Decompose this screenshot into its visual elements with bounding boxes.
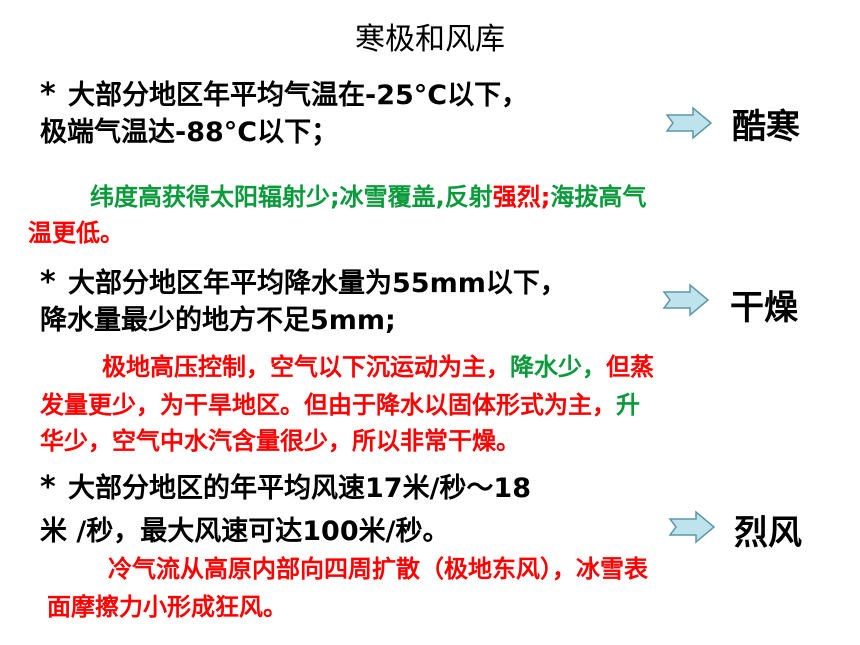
explanation-temperature-seg1: 纬度高获得太阳辐射少; [90,183,340,211]
explanation-wind-line1: 冷气流从高原内部向四周扩散（极地东风），冰雪表 [108,555,648,583]
fact-precipitation-line2: 降水量最少的地方不足5mm; [40,305,396,336]
right-arrow-icon [662,283,710,317]
explanation-precipitation-seg3: 但蒸 [606,353,654,381]
explanation-precipitation-seg1: 极地高压控制，空气以下沉运动为主， [102,353,510,381]
result-strong-wind: 烈风 [734,513,802,553]
bullet-icon: * [40,470,56,505]
result-dry: 干燥 [730,288,798,328]
right-arrow-icon [665,106,713,140]
fact-wind-line2: 米 /秒，最大风速可达100米/秒。 [40,516,450,547]
right-arrow-icon [668,510,716,544]
fact-temperature: * 大部分地区年平均气温在-25°C以下， 极端气温达-88°C以下； [40,76,528,151]
fact-temperature-text1: 大部分地区年平均气温在-25°C以下， [68,80,529,111]
explanation-temperature-line2: 温更低。 [28,219,124,247]
explanation-precipitation-seg5: 升 [616,391,640,419]
result-extreme-cold: 酷寒 [732,107,800,147]
explanation-precipitation-line2: 发量更少，为干旱地区。但由于降水以固体形式为主，升 [40,388,640,422]
fact-wind-line1: * 大部分地区的年平均风速17米/秒～18 [40,469,531,507]
explanation-temperature-seg4: 海拔高气 [550,183,647,211]
explanation-temperature-line1: 纬度高获得太阳辐射少;冰雪覆盖,反射强烈;海拔高气 [90,180,646,214]
bullet-icon: * [40,77,56,112]
explanation-precipitation-seg2: 降水少， [510,353,606,381]
fact-temperature-line1: * 大部分地区年平均气温在-25°C以下， [40,76,528,114]
bullet-icon: * [40,265,56,300]
fact-precipitation-text1: 大部分地区年平均降水量为55mm以下， [68,268,567,299]
fact-precipitation: * 大部分地区年平均降水量为55mm以下， 降水量最少的地方不足5mm; [40,264,567,339]
fact-precipitation-line1: * 大部分地区年平均降水量为55mm以下， [40,264,567,302]
explanation-wind-line2: 面摩擦力小形成狂风。 [47,593,287,621]
fact-temperature-line2: 极端气温达-88°C以下； [40,117,339,148]
fact-wind: * 大部分地区的年平均风速17米/秒～18 米 /秒，最大风速可达100米/秒。 [40,469,531,550]
fact-wind-text1: 大部分地区的年平均风速17米/秒～18 [68,473,532,504]
page-title: 寒极和风库 [355,22,505,57]
explanation-precipitation-seg4: 发量更少，为干旱地区。但由于降水以固体形式为主， [40,391,616,419]
explanation-temperature-seg2: 冰雪覆盖,反射 [339,183,493,211]
explanation-precipitation-line3: 华少，空气中水汽含量很少，所以非常干燥。 [40,427,520,455]
explanation-precipitation-line1: 极地高压控制，空气以下沉运动为主，降水少，但蒸 [102,350,654,384]
explanation-temperature-seg3: 强烈; [492,183,551,211]
